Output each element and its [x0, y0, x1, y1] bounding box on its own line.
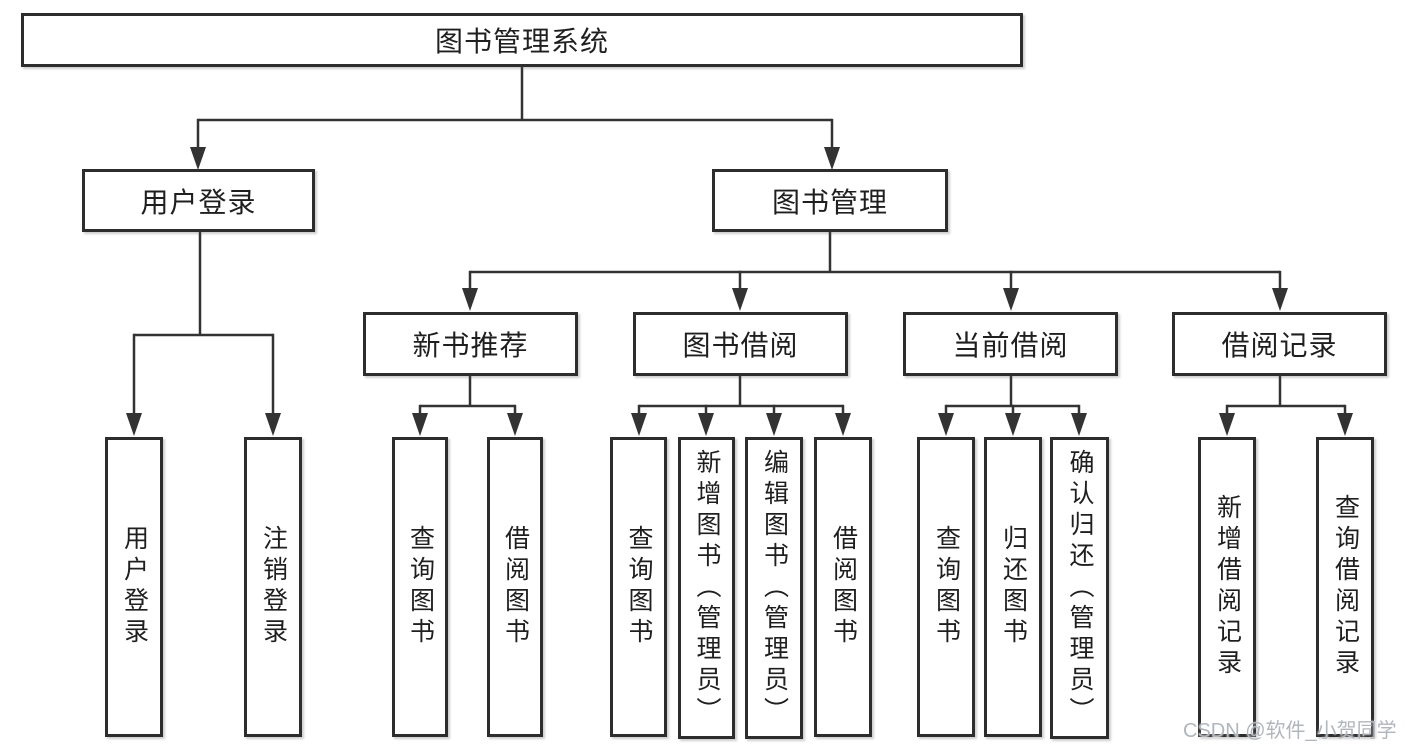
node-root: 图书管理系统 [21, 13, 1023, 67]
leaf-borrow-books-label: 借阅图书 [829, 525, 858, 649]
leaf-add-borrow-record: 新增借阅记录 [1198, 437, 1256, 737]
leaf-add-books-admin: 新增图书（管理员） [678, 437, 735, 739]
leaf-borrow-books: 借阅图书 [814, 437, 872, 737]
leaf-user-login-label: 用户登录 [120, 525, 149, 649]
leaf-borrow-books-recommend: 借阅图书 [487, 437, 543, 737]
leaf-query-books-borrowing-label: 查询图书 [625, 525, 653, 649]
leaf-confirm-return-admin-label: 确认归还（管理员） [1066, 448, 1094, 728]
leaf-query-borrow-record: 查询借阅记录 [1316, 437, 1374, 737]
leaf-query-books-current-label: 查询图书 [932, 525, 961, 649]
csdn-watermark: CSDN @软件_小贺同学 [1183, 720, 1397, 742]
node-root-label: 图书管理系统 [434, 26, 609, 57]
node-borrowing-records: 借阅记录 [1172, 312, 1387, 376]
leaf-confirm-return-admin: 确认归还（管理员） [1050, 437, 1109, 739]
leaf-query-borrow-record-label: 查询借阅记录 [1331, 494, 1360, 680]
leaf-query-books-borrowing: 查询图书 [610, 437, 667, 737]
node-new-book-recommend-label: 新书推荐 [412, 330, 529, 361]
leaf-logout: 注销登录 [244, 437, 302, 737]
node-book-management: 图书管理 [712, 169, 948, 232]
leaf-query-books-recommend: 查询图书 [392, 437, 448, 737]
leaf-query-books-recommend-label: 查询图书 [406, 525, 435, 649]
node-borrowing-records-label: 借阅记录 [1221, 330, 1338, 361]
leaf-query-books-current: 查询图书 [917, 437, 975, 737]
leaf-edit-books-admin: 编辑图书（管理员） [745, 437, 803, 739]
leaf-add-borrow-record-label: 新增借阅记录 [1213, 494, 1242, 680]
node-book-borrowing: 图书借阅 [633, 312, 848, 376]
arrowheads [126, 147, 1353, 436]
node-book-management-label: 图书管理 [771, 186, 888, 218]
node-user-login-label: 用户登录 [140, 186, 257, 218]
leaf-borrow-books-recommend-label: 借阅图书 [501, 525, 530, 649]
node-user-login: 用户登录 [82, 169, 315, 232]
node-current-borrowing: 当前借阅 [903, 312, 1118, 376]
leaf-return-books-label: 归还图书 [999, 525, 1028, 649]
leaf-add-books-admin-label: 新增图书（管理员） [693, 448, 721, 728]
node-current-borrowing-label: 当前借阅 [952, 330, 1069, 361]
node-book-borrowing-label: 图书借阅 [682, 330, 799, 361]
leaf-user-login: 用户登录 [105, 437, 163, 737]
node-new-book-recommend: 新书推荐 [363, 312, 578, 376]
leaf-edit-books-admin-label: 编辑图书（管理员） [760, 448, 789, 728]
leaf-logout-label: 注销登录 [259, 525, 288, 649]
leaf-return-books: 归还图书 [984, 437, 1042, 737]
